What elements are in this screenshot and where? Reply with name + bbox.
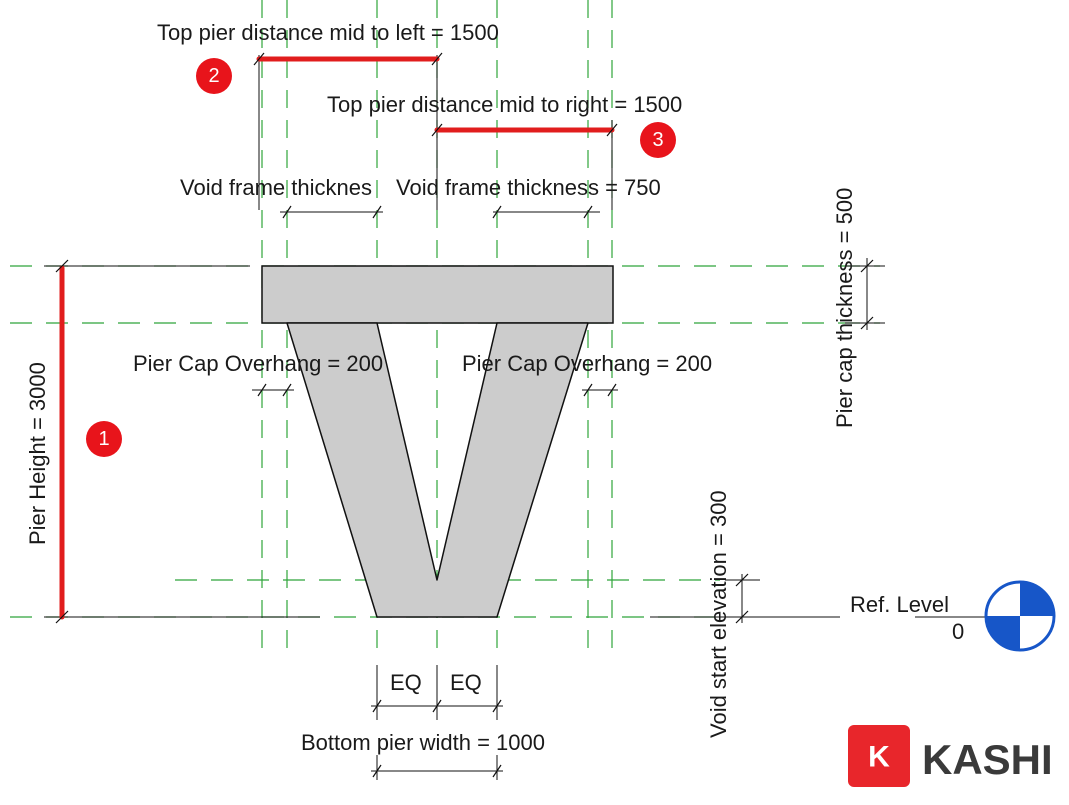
badge-3-text: 3 xyxy=(652,129,663,151)
label-ref-level: Ref. Level xyxy=(850,592,949,617)
badge-1-text: 1 xyxy=(98,428,109,450)
extension-lines xyxy=(44,55,885,618)
dimension-void-elevation xyxy=(735,573,749,624)
pier-shape xyxy=(261,265,614,618)
pier-v-body xyxy=(286,322,589,618)
label-eq-left: EQ xyxy=(390,670,422,695)
kashi-logo-letter: K xyxy=(868,741,890,774)
label-cap-overhang-right: Pier Cap Overhang = 200 xyxy=(462,351,712,376)
badge-3: 3 xyxy=(640,122,676,158)
dimension-void-left xyxy=(280,205,383,219)
label-cap-overhang-left: Pier Cap Overhang = 200 xyxy=(133,351,383,376)
label-cap-thickness: Pier cap thickness = 500 xyxy=(832,188,857,428)
dimension-eq xyxy=(371,665,503,720)
label-top-pier-left: Top pier distance mid to left = 1500 xyxy=(157,20,499,45)
dimension-overhang-left xyxy=(252,383,294,397)
label-top-pier-right: Top pier distance mid to right = 1500 xyxy=(327,92,682,117)
ref-level-marker xyxy=(915,580,1056,652)
level-head-quadrant-bottom xyxy=(986,616,1020,650)
dimension-overhang-right xyxy=(582,383,618,397)
badge-2-text: 2 xyxy=(208,65,219,87)
badge-2: 2 xyxy=(196,58,232,94)
label-eq-right: EQ xyxy=(450,670,482,695)
pier-cap xyxy=(261,265,614,324)
label-void-thickness-left: Void frame thicknes xyxy=(180,175,372,200)
dimension-cap-thickness xyxy=(860,258,874,330)
dimension-void-right xyxy=(492,205,600,219)
label-void-thickness-right: Void frame thickness = 750 xyxy=(396,175,661,200)
level-head-quadrant-top xyxy=(1020,582,1054,616)
label-ref-level-value: 0 xyxy=(952,619,964,644)
kashi-logo: K KASHI xyxy=(848,725,1053,787)
label-void-elevation: Void start elevation = 300 xyxy=(706,490,731,738)
label-bottom-pier-width: Bottom pier width = 1000 xyxy=(301,730,545,755)
dimension-bottom-width xyxy=(371,755,503,780)
kashi-logo-mark xyxy=(848,725,910,787)
badge-1: 1 xyxy=(86,421,122,457)
label-pier-height: Pier Height = 3000 xyxy=(25,362,50,545)
kashi-logo-text: KASHI xyxy=(922,736,1053,783)
